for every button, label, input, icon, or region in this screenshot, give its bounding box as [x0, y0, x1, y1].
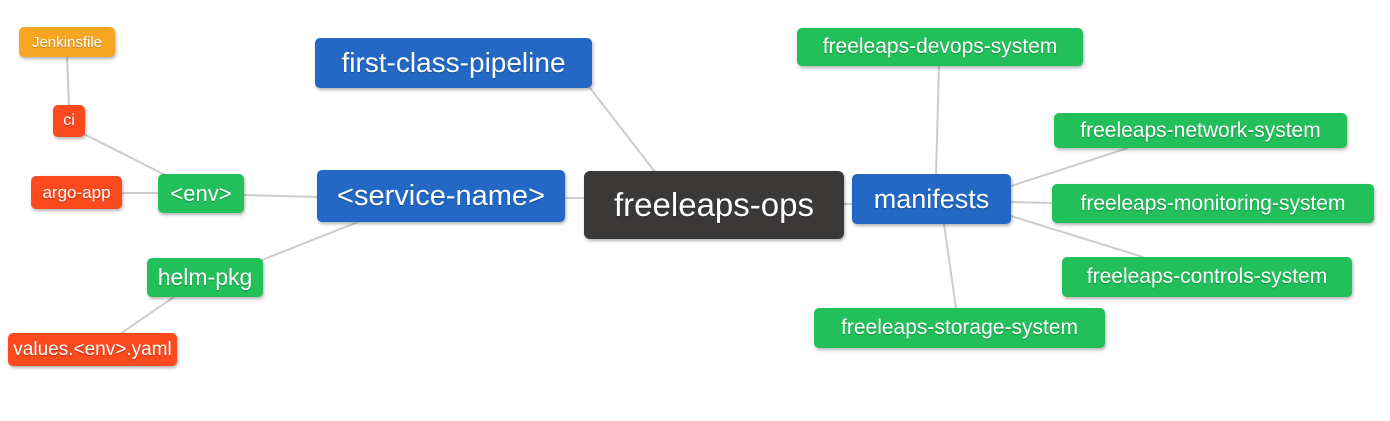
node-service-name[interactable]: <service-name> [317, 170, 565, 222]
node-helm-pkg[interactable]: helm-pkg [147, 258, 263, 297]
node-freeleaps-controls-system[interactable]: freeleaps-controls-system [1062, 257, 1352, 297]
edge-manifests-storage [943, 223, 957, 309]
edge-manifests-controls [1010, 215, 1144, 258]
edge-ci-env [81, 132, 176, 181]
edge-manifests-network [1010, 147, 1129, 187]
edge-manifests-monitoring [1010, 201, 1053, 204]
edge-manifests-devops [935, 65, 940, 175]
node-jenkinsfile[interactable]: Jenkinsfile [19, 27, 115, 57]
node-freeleaps-monitoring-system[interactable]: freeleaps-monitoring-system [1052, 184, 1374, 223]
node-freeleaps-ops-root[interactable]: freeleaps-ops [584, 171, 844, 239]
edge-helmpkg-values [119, 296, 175, 335]
node-freeleaps-network-system[interactable]: freeleaps-network-system [1054, 113, 1347, 148]
node-argo-app[interactable]: argo-app [31, 176, 122, 209]
edge-servicename-helmpkg [261, 221, 359, 261]
node-env[interactable]: <env> [158, 174, 244, 213]
edge-env-servicename [243, 194, 318, 198]
edge-jenkinsfile-ci [66, 56, 70, 106]
node-manifests[interactable]: manifests [852, 174, 1011, 224]
node-freeleaps-storage-system[interactable]: freeleaps-storage-system [814, 308, 1105, 348]
node-ci[interactable]: ci [53, 105, 85, 137]
node-values-env-yaml[interactable]: values.<env>.yaml [8, 333, 177, 366]
node-first-class-pipeline[interactable]: first-class-pipeline [315, 38, 592, 88]
node-freeleaps-devops-system[interactable]: freeleaps-devops-system [797, 28, 1083, 66]
edge-pipeline-root [589, 87, 656, 173]
